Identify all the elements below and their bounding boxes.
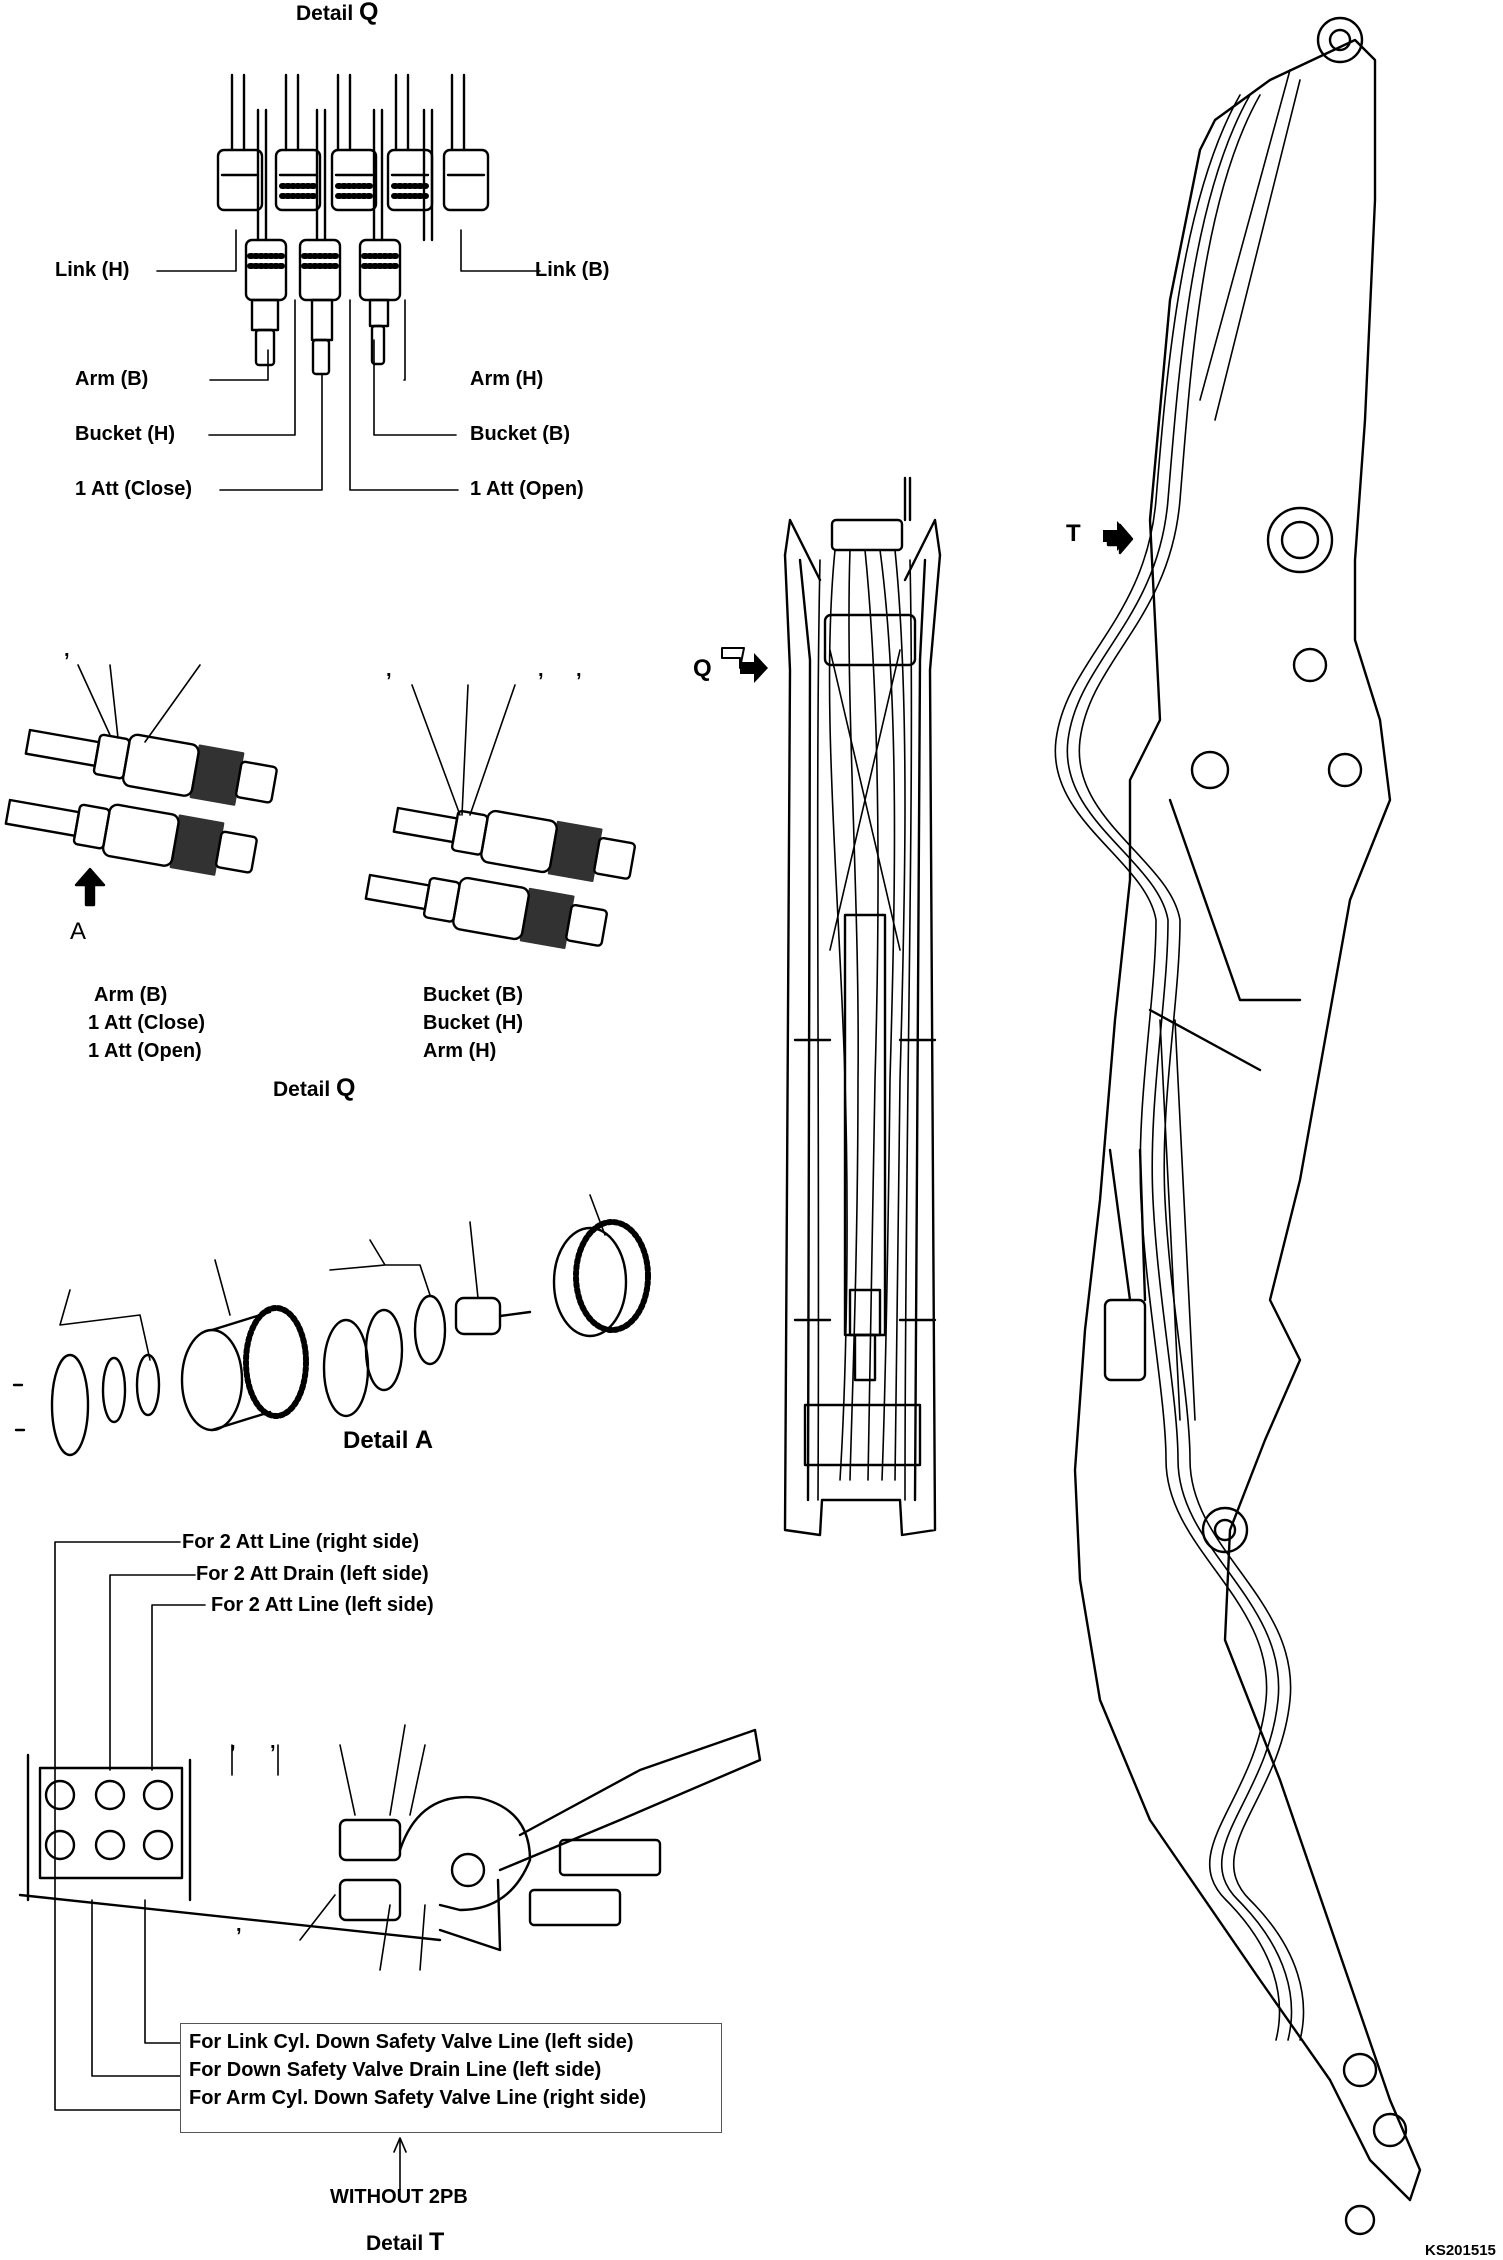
label-bucket-b: Bucket (B) [470, 423, 571, 445]
label-arm-b: Arm (B) [75, 368, 149, 390]
comma-1: , [64, 639, 70, 661]
without-2pb-note: WITHOUT 2PB [330, 2186, 468, 2208]
detail-q-title-top-text: Detail [296, 2, 360, 25]
arrow-label-t: T [1066, 520, 1081, 547]
label-1-att-close: 1 Att (Close) [75, 478, 193, 500]
group-right-2: Bucket (H) [423, 1012, 524, 1034]
group-right-3: Arm (H) [423, 1040, 497, 1062]
comma-6: , [270, 1731, 276, 1753]
detail-q-title-mid: Detail Q [273, 1076, 355, 1101]
group-right-1: Bucket (B) [423, 984, 524, 1006]
label-link-h: Link (H) [55, 259, 130, 281]
group-left-3: 1 Att (Open) [88, 1040, 202, 1062]
comma-7: , [236, 1914, 242, 1936]
arrow-q [740, 653, 768, 683]
detail-t-manifold [18, 1724, 762, 1971]
box-label-link-cyl: For Link Cyl. Down Safety Valve Line (le… [189, 2031, 634, 2053]
detail-a-exploded [12, 1194, 651, 1457]
label-1-att-open: 1 Att (Open) [470, 478, 584, 500]
view-arrow-letter-a: A [70, 918, 87, 945]
detail-t-title-letter: T [429, 2228, 445, 2256]
t-label-2att-line-left: For 2 Att Line (left side) [211, 1594, 434, 1616]
comma-5: , [230, 1731, 236, 1753]
label-bucket-h: Bucket (H) [75, 423, 176, 445]
comma-2: , [386, 659, 392, 681]
detail-t-title-text: Detail [366, 2232, 430, 2255]
detail-t-title: Detail T [366, 2230, 444, 2255]
t-label-2att-drain-left: For 2 Att Drain (left side) [196, 1563, 429, 1585]
detail-q-title-mid-text: Detail [273, 1078, 337, 1101]
comma-3: , [538, 659, 544, 681]
detail-t-leaders [54, 1541, 407, 2191]
detail-a-title-text: Detail [343, 1427, 416, 1454]
arrow-label-q: Q [693, 655, 712, 682]
box-label-arm-cyl: For Arm Cyl. Down Safety Valve Line (rig… [189, 2087, 647, 2109]
detail-a-title: Detail A [343, 1428, 433, 1453]
arrow-t [1103, 521, 1131, 551]
detail-a-title-letter: A [415, 1426, 434, 1454]
drawing-code: KS201515 [1425, 2242, 1496, 2259]
group-left-2: 1 Att (Close) [88, 1012, 206, 1034]
label-link-b: Link (B) [535, 259, 610, 281]
arm-side-view [1054, 16, 1422, 2236]
comma-4: , [576, 659, 582, 681]
safety-valve-label-box: For Link Cyl. Down Safety Valve Line (le… [180, 2023, 722, 2133]
group-left-1: Arm (B) [94, 984, 168, 1006]
detail-q-couplings-top [216, 73, 490, 376]
detail-q-title-top: Detail Q [296, 0, 378, 25]
arm-top-view [721, 476, 942, 1537]
t-label-2att-line-right: For 2 Att Line (right side) [182, 1531, 420, 1553]
detail-q-title-top-letter: Q [359, 0, 379, 26]
detail-q-mid-couplings [4, 664, 636, 950]
label-arm-h: Arm (H) [470, 368, 544, 390]
box-label-drain: For Down Safety Valve Drain Line (left s… [189, 2059, 602, 2081]
detail-q-title-mid-letter: Q [336, 1074, 356, 1102]
detail-q-top-leaders [156, 229, 541, 491]
